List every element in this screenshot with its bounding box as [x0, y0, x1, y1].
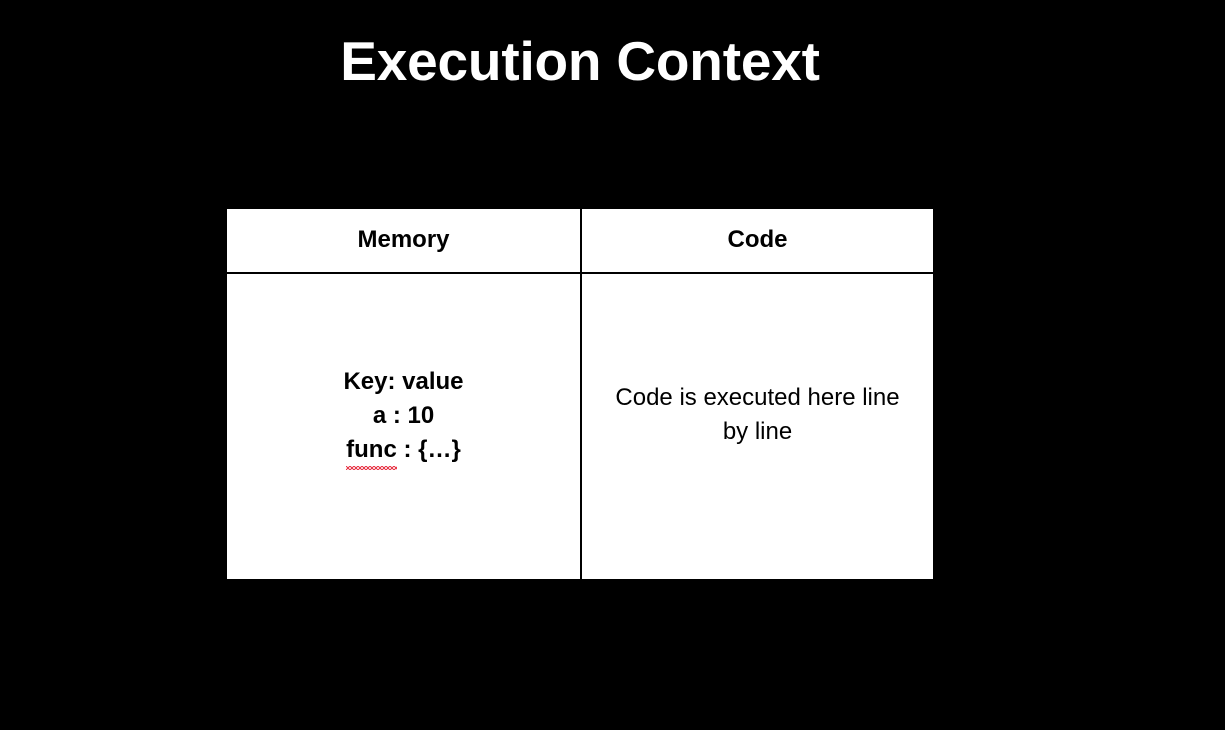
column-header-memory: Memory — [357, 226, 450, 254]
memory-cell: Key: value a : 10 func : {…} — [227, 274, 580, 579]
page-title: Execution Context — [340, 30, 820, 92]
code-cell: Code is executed here line by line — [580, 274, 933, 579]
code-cell-text: Code is executed here line by line — [615, 383, 900, 445]
memory-entry-list: Key: value a : 10 func : {…} — [343, 365, 464, 470]
table-body-row: Key: value a : 10 func : {…} Code is exe… — [227, 274, 933, 579]
misspelled-word-func: func — [346, 433, 397, 470]
table-header-row: Memory Code — [227, 209, 933, 274]
column-header-code: Code — [580, 209, 933, 272]
execution-context-table: Memory Code Key: value a : 10 func : {…}… — [227, 209, 933, 579]
memory-entry-func-value: : {…} — [396, 435, 461, 463]
memory-entry-key-value: Key: value — [343, 367, 464, 395]
memory-entry-func: func : {…} — [343, 433, 463, 470]
memory-entry-a: a : 10 — [372, 401, 435, 429]
